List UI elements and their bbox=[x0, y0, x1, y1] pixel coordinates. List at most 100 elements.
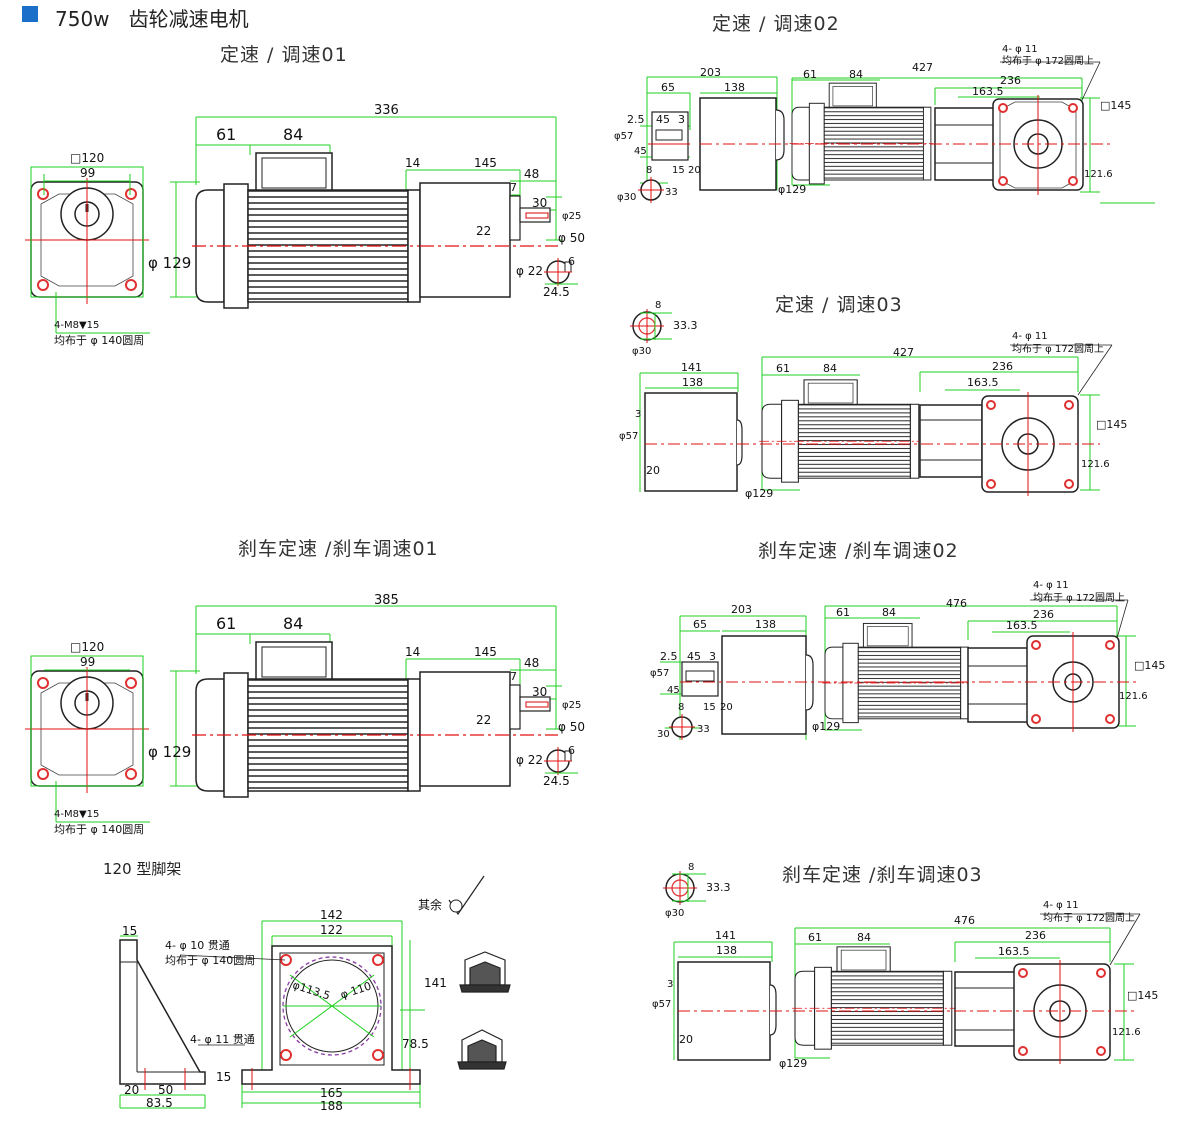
section-title-1: 定速 / 调速01 bbox=[220, 44, 348, 66]
d1-a84: 84 bbox=[283, 125, 304, 144]
page-title: 750w 齿轮减速电机 bbox=[55, 3, 249, 32]
d7-a785: 78.5 bbox=[402, 1037, 429, 1051]
d3-a20: 20 bbox=[646, 464, 660, 477]
d5-n2: 均布于 φ 172圆周上 bbox=[1033, 593, 1126, 604]
d1-a30: 30 bbox=[532, 196, 548, 210]
d5-a33: 33 bbox=[697, 724, 710, 735]
d3-a1635: 163.5 bbox=[967, 376, 999, 389]
d5-a476: 476 bbox=[946, 597, 967, 610]
d4-a30: 30 bbox=[532, 685, 548, 699]
d4-d22: φ 22 bbox=[516, 753, 543, 767]
d5-d57: φ57 bbox=[650, 668, 670, 679]
d7-n2: 均布于 φ 140圆周 bbox=[165, 954, 256, 967]
d1-a24: 24.5 bbox=[543, 285, 570, 299]
d2-a8: 8 bbox=[646, 165, 653, 176]
d1-a145: 145 bbox=[474, 156, 497, 170]
d7-a142: 142 bbox=[320, 908, 343, 922]
d3-a141: 141 bbox=[681, 361, 702, 374]
d3-a61: 61 bbox=[776, 362, 790, 375]
d1-a61: 61 bbox=[216, 125, 237, 144]
d7-a15: 15 bbox=[122, 924, 138, 938]
d5-a236: 236 bbox=[1033, 608, 1054, 621]
d5-a84: 84 bbox=[882, 606, 896, 619]
d7-a122: 122 bbox=[320, 923, 343, 937]
d5-n1: 4- φ 11 bbox=[1033, 580, 1069, 591]
d2-sq145: □145 bbox=[1100, 99, 1132, 112]
section-title-6: 刹车定速 /刹车调速03 bbox=[782, 864, 983, 886]
d4-a7: 7 bbox=[510, 670, 517, 683]
d5-a1635: 163.5 bbox=[1006, 619, 1038, 632]
d6-a84: 84 bbox=[857, 931, 871, 944]
d5-d30: 30 bbox=[657, 729, 670, 740]
d3-a427: 427 bbox=[893, 346, 914, 359]
section-title-3: 定速 / 调速03 bbox=[775, 294, 903, 316]
d3-d129: φ129 bbox=[745, 487, 774, 500]
d3-a138: 138 bbox=[682, 376, 703, 389]
d6-a20: 20 bbox=[679, 1033, 693, 1046]
d3-sq145: □145 bbox=[1096, 418, 1128, 431]
d5-a45b: 45 bbox=[667, 685, 680, 696]
d7-a20: 20 bbox=[124, 1083, 140, 1097]
d1-d22: φ 22 bbox=[516, 264, 543, 278]
d2-a65: 65 bbox=[661, 81, 675, 94]
d6-d57: φ57 bbox=[652, 999, 672, 1010]
d3-d57: φ57 bbox=[619, 431, 639, 442]
d1-note1: 4-M8▼15 bbox=[54, 320, 100, 331]
d1-sq: □120 bbox=[70, 151, 105, 165]
diagram-2 bbox=[638, 61, 1155, 204]
diagram-5 bbox=[660, 599, 1140, 740]
d1-a7: 7 bbox=[510, 181, 517, 194]
d5-a203: 203 bbox=[731, 603, 752, 616]
d1-w99: 99 bbox=[80, 166, 96, 180]
d6-sq145: □145 bbox=[1127, 989, 1159, 1002]
d2-a203: 203 bbox=[700, 66, 721, 79]
d1-a48: 48 bbox=[524, 167, 540, 181]
d2-a61: 61 bbox=[803, 68, 817, 81]
d5-a138: 138 bbox=[755, 618, 776, 631]
d2-a138: 138 bbox=[724, 81, 745, 94]
d7-a50: 50 bbox=[158, 1083, 174, 1097]
d7-rest: 其余 bbox=[418, 898, 443, 912]
d2-d57: φ57 bbox=[614, 131, 634, 142]
d3-a3: 3 bbox=[635, 409, 642, 420]
d7-a835: 83.5 bbox=[146, 1096, 173, 1110]
d2-a20: 20 bbox=[688, 165, 701, 176]
d6-d129: φ129 bbox=[779, 1057, 808, 1070]
d6-a3: 3 bbox=[667, 979, 674, 990]
d2-a1216: 121.6 bbox=[1084, 169, 1113, 180]
d2-a45b: 45 bbox=[634, 146, 647, 157]
d4-w99: 99 bbox=[80, 655, 96, 669]
d2-a25: 2.5 bbox=[627, 113, 645, 126]
d2-a15: 15 bbox=[672, 165, 685, 176]
d6-n2: 均布于 φ 172圆周上 bbox=[1043, 913, 1136, 924]
d4-a24: 24.5 bbox=[543, 774, 570, 788]
title-label: 齿轮减速电机 bbox=[128, 7, 249, 31]
d6-a141: 141 bbox=[715, 929, 736, 942]
d3-n2: 均布于 φ 172圆周上 bbox=[1012, 344, 1105, 355]
d7-n1: 4- φ 10 贯通 bbox=[165, 939, 230, 952]
d3-a236: 236 bbox=[992, 360, 1013, 373]
diagram-3 bbox=[630, 309, 1113, 496]
d4-a145: 145 bbox=[474, 645, 497, 659]
d5-a20: 20 bbox=[720, 702, 733, 713]
d1-a22: 22 bbox=[476, 224, 492, 238]
d7-a15b: 15 bbox=[216, 1070, 232, 1084]
d2-a3: 3 bbox=[678, 113, 685, 126]
d3-a84: 84 bbox=[823, 362, 837, 375]
d4-note2: 均布于 φ 140圆周 bbox=[54, 823, 145, 836]
d1-d129: φ 129 bbox=[148, 254, 192, 272]
d2-a1635: 163.5 bbox=[972, 85, 1004, 98]
d5-a65: 65 bbox=[693, 618, 707, 631]
d4-a22: 22 bbox=[476, 713, 492, 727]
d5-a15: 15 bbox=[703, 702, 716, 713]
d4-d129: φ 129 bbox=[148, 743, 192, 761]
d1-a14: 14 bbox=[405, 156, 421, 170]
d4-a84: 84 bbox=[283, 614, 304, 633]
section-title-7: 120 型脚架 bbox=[103, 860, 182, 878]
d6-n1: 4- φ 11 bbox=[1043, 900, 1079, 911]
section-title-5: 刹车定速 /刹车调速02 bbox=[758, 540, 959, 562]
d6-a236: 236 bbox=[1025, 929, 1046, 942]
d4-d50: φ 50 bbox=[558, 720, 585, 734]
d2-a84: 84 bbox=[849, 68, 863, 81]
d3-a1216: 121.6 bbox=[1081, 459, 1110, 470]
